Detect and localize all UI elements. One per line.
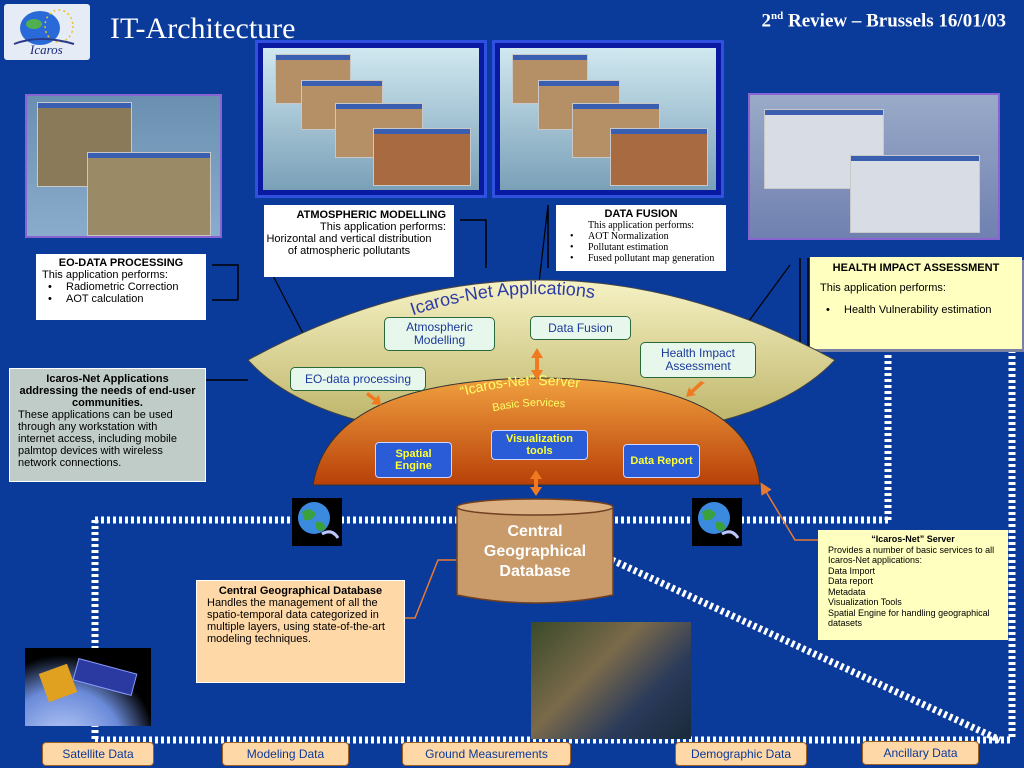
logo-icon	[13, 9, 75, 45]
health-screenshot-image	[748, 93, 1000, 240]
cgd-panel-body: Handles the management of all the spatio…	[207, 597, 385, 645]
orange-connector-server	[760, 482, 818, 541]
arrow-to-eo	[269, 269, 322, 369]
server-description-panel: “Icaros-Net” Server Provides a number of…	[818, 530, 1008, 640]
eo-data-processing-app[interactable]: EO-data processing	[290, 367, 426, 391]
source-satellite-data[interactable]: Satellite Data	[42, 742, 154, 766]
source-ancillary-data[interactable]: Ancillary Data	[862, 741, 979, 765]
page-title: IT-Architecture	[110, 12, 296, 45]
connector-atmo	[460, 219, 487, 268]
atmospheric-modelling-app[interactable]: Atmospheric Modelling	[384, 317, 495, 351]
atmo-screenshot-image	[263, 48, 479, 190]
network-globe-icon	[692, 498, 742, 546]
source-ground-measurements[interactable]: Ground Measurements	[402, 742, 571, 766]
eo-description-panel: EO-DATA PROCESSING This application perf…	[36, 254, 206, 320]
atmo-panel-title: ATMOSPHERIC MODELLING	[296, 209, 446, 221]
server-panel-line: Metadata	[828, 586, 866, 597]
eo-panel-title: EO-DATA PROCESSING	[58, 257, 184, 269]
connector-health	[799, 258, 809, 350]
central-database-cylinder	[456, 498, 614, 604]
atmo-description-panel: ATMOSPHERIC MODELLING This application p…	[264, 205, 454, 277]
bus-line-diagonal	[610, 556, 1002, 744]
health-impact-app[interactable]: Health Impact Assessment	[640, 342, 756, 378]
network-globe-icon	[292, 498, 342, 546]
atmo-panel-body: Horizontal and vertical distribution of …	[266, 233, 432, 257]
fusion-screenshot-frame	[492, 40, 724, 198]
fusion-panel-item: Fused pollutant map generation	[564, 253, 718, 264]
server-panel-line: Data report	[828, 576, 874, 586]
server-panel-line: Provides a number of basic services to a…	[828, 544, 995, 566]
eo-panel-intro: This application performs:	[42, 269, 168, 281]
connector-eo	[212, 264, 239, 301]
fusion-panel-item: Pollutant estimation	[564, 242, 718, 253]
health-panel-intro: This application performs:	[820, 282, 946, 294]
eo-panel-item: AOT calculation	[42, 293, 200, 305]
server-panel-title: “Icaros-Net” Server	[871, 534, 955, 544]
source-modeling-data[interactable]: Modeling Data	[222, 742, 349, 766]
atmo-screenshot-frame	[255, 40, 487, 198]
fusion-panel-intro: This application performs:	[587, 220, 695, 231]
database-label: Central Geographical Database	[483, 523, 587, 580]
eo-screenshot-image	[25, 94, 222, 238]
arrow-to-fusion	[531, 204, 549, 321]
data-fusion-app[interactable]: Data Fusion	[530, 316, 631, 340]
health-description-panel: HEALTH IMPACT ASSESSMENT This applicatio…	[810, 257, 1022, 349]
satellite-image	[25, 648, 151, 726]
fusion-panel-title: DATA FUSION	[604, 208, 678, 220]
source-demographic-data[interactable]: Demographic Data	[675, 742, 807, 766]
eo-panel-item: Radiometric Correction	[42, 281, 200, 293]
satellite-map-image	[531, 622, 691, 739]
orange-connector-cgd	[405, 559, 458, 619]
server-panel-line: Data Import	[828, 565, 876, 576]
cgd-description-panel: Central Geographical Database Handles th…	[196, 580, 405, 683]
review-label: 2nd Review – Brussels 16/01/03	[761, 10, 1006, 32]
communities-description-panel: Icaros-Net Applications addressing the n…	[9, 368, 206, 482]
fusion-screenshot-image	[500, 48, 716, 190]
server-panel-line: Spatial Engine for handling geographical…	[828, 607, 990, 629]
fusion-description-panel: DATA FUSION This application performs: A…	[556, 205, 726, 271]
icaros-logo: Icaros	[4, 4, 90, 60]
atmo-panel-intro: This application performs:	[320, 221, 446, 233]
health-panel-title: HEALTH IMPACT ASSESSMENT	[832, 262, 1000, 274]
visualization-tools-service[interactable]: Visualization tools	[491, 430, 588, 460]
data-report-service[interactable]: Data Report	[623, 444, 700, 478]
spatial-engine-service[interactable]: Spatial Engine	[375, 442, 452, 478]
arrow-to-health	[733, 264, 791, 342]
server-panel-line: Visualization Tools	[828, 597, 902, 607]
health-panel-item: Health Vulnerability estimation	[820, 304, 1012, 316]
communities-panel-title: Icaros-Net Applications addressing the n…	[19, 373, 196, 409]
logo-text: Icaros	[30, 42, 63, 57]
cgd-panel-title: Central Geographical Database	[218, 585, 383, 597]
fusion-panel-item: AOT Normalization	[564, 231, 718, 242]
communities-panel-body: These applications can be used through a…	[18, 409, 177, 469]
